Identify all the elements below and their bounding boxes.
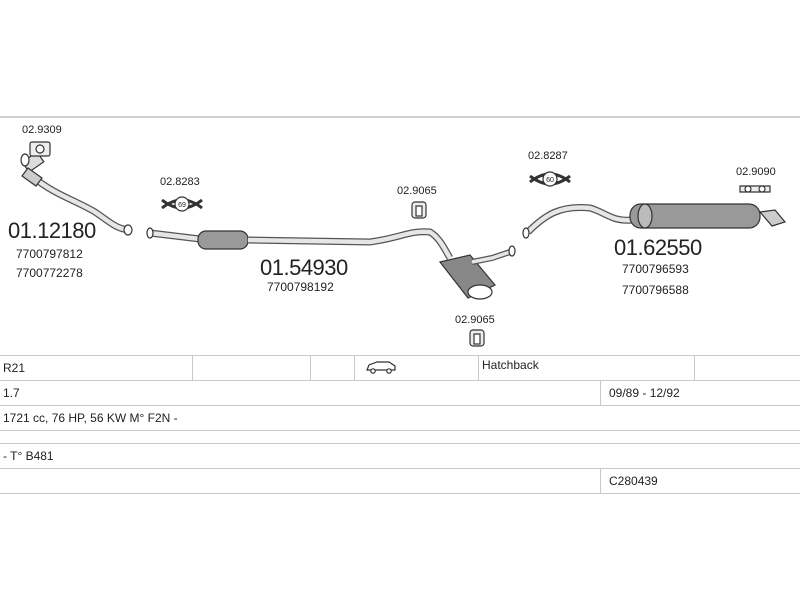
- hanger-mid-top-number: 02.9065: [397, 185, 437, 197]
- years-cell: 09/89 - 12/92: [600, 381, 800, 405]
- transmission-cell: - T° B481: [3, 449, 54, 463]
- clamp-rear-number: 02.8287: [528, 150, 568, 162]
- info-row-spec: 1721 cc, 76 HP, 56 KW M° F2N -: [0, 406, 800, 431]
- rear-silencer-drawing: [522, 203, 787, 239]
- exhaust-drawing: 69 60: [20, 141, 787, 347]
- rear-silencer-oem-2: 7700796588: [622, 283, 689, 297]
- hanger-mid-bottom-number: 02.9065: [455, 314, 495, 326]
- front-pipe-number: 01.12180: [8, 218, 96, 243]
- info-row-model: R21 Hatchback: [0, 355, 800, 381]
- vehicle-info-table: R21 Hatchback 1.7 09/89 - 12/92 1721 cc,…: [0, 355, 800, 494]
- gasket-front-number: 02.9309: [22, 124, 62, 136]
- top-divider: [0, 116, 800, 118]
- rear-silencer-oem-1: 7700796593: [622, 262, 689, 276]
- clamp-front-drawing: [161, 196, 203, 212]
- engine-spec-cell: 1721 cc, 76 HP, 56 KW M° F2N -: [3, 411, 178, 425]
- info-row-engine: 1.7 09/89 - 12/92: [0, 381, 800, 406]
- info-row-transmission: - T° B481: [0, 444, 800, 469]
- body-type-cell: Hatchback: [478, 356, 694, 380]
- front-pipe-oem-1: 7700797812: [16, 247, 83, 261]
- hanger-mid-bottom-drawing: [469, 329, 485, 347]
- middle-silencer-oem-1: 7700798192: [267, 280, 334, 294]
- info-row-spacer: [0, 431, 800, 444]
- car-icon: [366, 361, 396, 374]
- middle-silencer-drawing: [146, 227, 516, 300]
- front-pipe-oem-2: 7700772278: [16, 266, 83, 280]
- clamp-rear-drawing: [529, 171, 571, 187]
- clamp-front-badge: 69: [178, 202, 186, 209]
- hanger-mid-top-drawing: [411, 201, 427, 219]
- hanger-rear-drawing: [739, 185, 771, 193]
- front-pipe-drawing: [20, 151, 133, 236]
- clamp-rear-badge: 60: [546, 177, 554, 184]
- engine-size-cell: 1.7: [3, 386, 20, 400]
- rear-silencer-number: 01.62550: [614, 235, 702, 260]
- info-row-code: C280439: [0, 469, 800, 494]
- catalog-code-cell: C280439: [600, 469, 800, 493]
- clamp-front-number: 02.8283: [160, 176, 200, 188]
- model-cell: R21: [3, 361, 26, 375]
- hanger-rear-number: 02.9090: [736, 166, 776, 178]
- middle-silencer-number: 01.54930: [260, 255, 348, 280]
- gasket-front-drawing: [29, 141, 51, 157]
